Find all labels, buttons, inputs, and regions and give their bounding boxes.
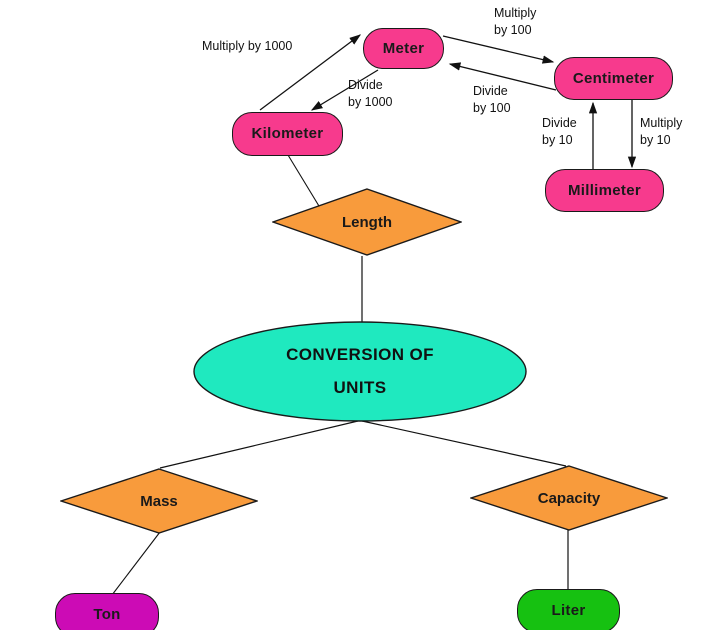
node-length-label: Length (342, 213, 392, 231)
node-mass-label: Mass (140, 492, 178, 510)
node-ton[interactable]: Ton (55, 593, 159, 630)
edge-label-line-2: by 1000 (348, 94, 393, 109)
mass-diamond-shape (60, 468, 258, 534)
center-label-line-2: UNITS (333, 377, 387, 397)
capacity-diamond-shape (470, 465, 668, 531)
edge-mass-to-ton (111, 531, 161, 596)
node-kilometer-label: Kilometer (251, 125, 324, 143)
edge-label-line-1: Divide (542, 116, 577, 130)
node-millimeter-label: Millimeter (567, 181, 642, 199)
node-centimeter[interactable]: Centimeter (554, 57, 673, 100)
edge-center-to-mass (159, 420, 359, 469)
center-label-line-1: CONVERSION OF (286, 345, 434, 365)
edge-label-line-1: Divide (348, 78, 383, 92)
node-liter[interactable]: Liter (517, 589, 620, 630)
edge-label-line-2: by 10 (640, 132, 671, 147)
length-diamond-shape (272, 188, 462, 256)
edge-label-divide-by-10: Divide by 10 (542, 115, 604, 149)
node-mass[interactable]: Mass (60, 468, 258, 534)
node-kilometer[interactable]: Kilometer (232, 112, 343, 156)
edge-meter-to-centimeter (442, 35, 555, 64)
node-meter[interactable]: Meter (363, 28, 444, 69)
edge-label-multiply-by-10: Multiply by 10 (640, 115, 708, 149)
node-ton-label: Ton (93, 606, 121, 624)
edge-label-divide-by-100: Divide by 100 (473, 83, 543, 117)
edge-meter-to-kilometer (310, 69, 379, 111)
edge-label-line-2: by 100 (473, 100, 511, 115)
edge-label-line-2: by 10 (542, 132, 573, 147)
node-capacity-label: Capacity (537, 489, 601, 507)
node-capacity[interactable]: Capacity (470, 465, 668, 531)
node-conversion-of-units-label: CONVERSION OF UNITS (193, 321, 527, 422)
node-conversion-of-units[interactable]: CONVERSION OF UNITS (193, 321, 527, 422)
edge-label-line-2: by 100 (494, 22, 532, 37)
edge-label-line-1: Multiply (494, 6, 537, 20)
node-millimeter[interactable]: Millimeter (545, 169, 664, 212)
edge-label-line-1: Multiply (640, 116, 683, 130)
edge-kilometer-to-length (287, 154, 323, 212)
edge-centimeter-to-meter (448, 62, 557, 91)
edge-label-line-1: Divide (473, 84, 508, 98)
edge-label-multiply-by-1000: Multiply by 1000 (202, 39, 293, 53)
edge-label-multiply-by-100: Multiply by 100 (494, 5, 574, 39)
edge-kilometer-to-meter (259, 34, 362, 111)
node-liter-label: Liter (551, 602, 586, 620)
edge-label-divide-by-1000: Divide by 1000 (348, 77, 428, 111)
center-ellipse-shape (193, 321, 527, 422)
node-meter-label: Meter (382, 39, 425, 57)
edge-center-to-capacity (361, 420, 567, 467)
node-centimeter-label: Centimeter (572, 69, 655, 87)
node-length[interactable]: Length (272, 188, 462, 256)
